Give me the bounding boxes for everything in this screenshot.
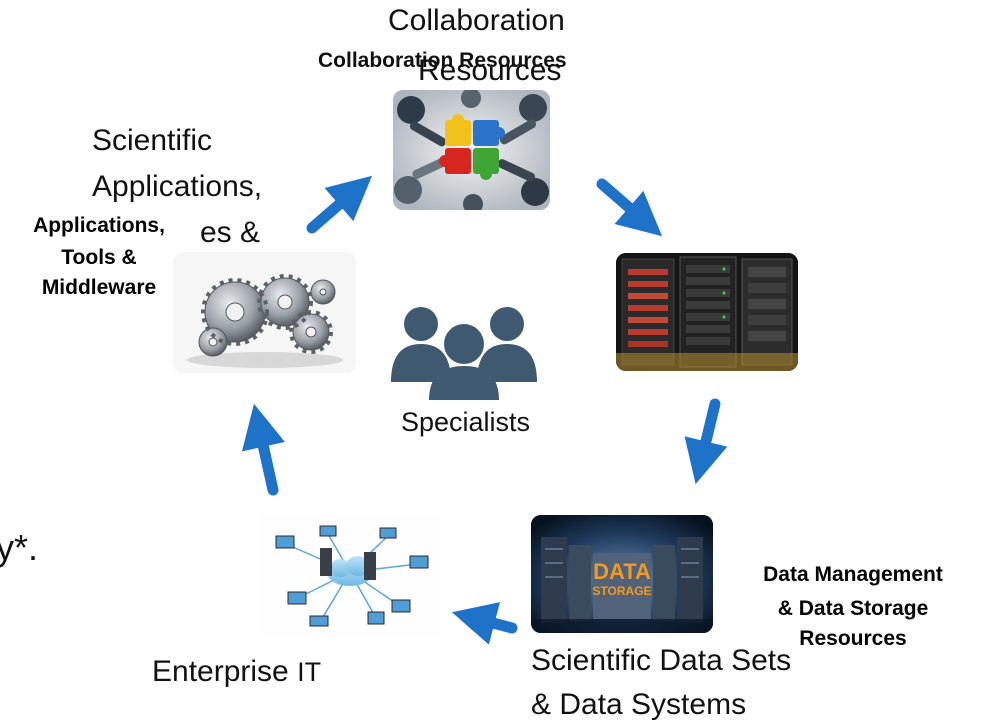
enterprise-heading: Enterprise IT — [152, 657, 321, 687]
arrow-to-storage — [684, 398, 728, 485]
specialists-label: Specialists — [401, 407, 531, 437]
data-storage-image: DATA STORAGE — [531, 515, 713, 633]
applications-label-line2: Tools & — [61, 246, 137, 269]
datasets-heading-line1: Scientific Data Sets — [531, 644, 792, 677]
collaboration-heading-line1: Collaboration — [388, 4, 565, 37]
scientific-heading-line3: es & — [200, 216, 261, 249]
server-rack-image — [616, 253, 798, 371]
scientific-heading-line2: Applications, — [92, 170, 263, 203]
datasets-heading-line2: & Data Systems — [531, 688, 747, 721]
collaboration-image — [393, 90, 550, 210]
data-storage-title: DATA — [593, 559, 651, 584]
applications-label-line3: Middleware — [41, 276, 157, 299]
collaboration-heading-line2: Resources — [418, 54, 562, 87]
arrow-to-server — [596, 178, 663, 237]
enterprise-heading-suffix: IT — [297, 657, 322, 687]
data-management-line1: Data Management — [763, 563, 943, 586]
arrow-to-collaboration — [306, 175, 373, 234]
cut-off-left-text: y*. — [0, 527, 39, 568]
applications-tools-label: Applications, Tools & Middleware — [16, 211, 182, 303]
scientific-heading-line1: Scientific — [92, 124, 213, 157]
collaboration-resources-label: Collaboration Resources — [318, 49, 567, 72]
data-management-line2: & Data Storage — [777, 597, 929, 620]
people-group-icon — [391, 307, 537, 400]
enterprise-network-image — [258, 514, 441, 636]
data-management-label: Data Management & Data Storage Resources — [728, 558, 978, 656]
applications-label-line1: Applications, — [31, 211, 167, 241]
gears-image — [173, 252, 356, 373]
arrow-to-gears — [241, 403, 285, 496]
enterprise-heading-main: Enterprise — [152, 655, 289, 688]
data-storage-subtitle: STORAGE — [592, 584, 651, 598]
arrow-to-enterprise — [451, 602, 518, 645]
data-management-line3: Resources — [799, 627, 907, 650]
